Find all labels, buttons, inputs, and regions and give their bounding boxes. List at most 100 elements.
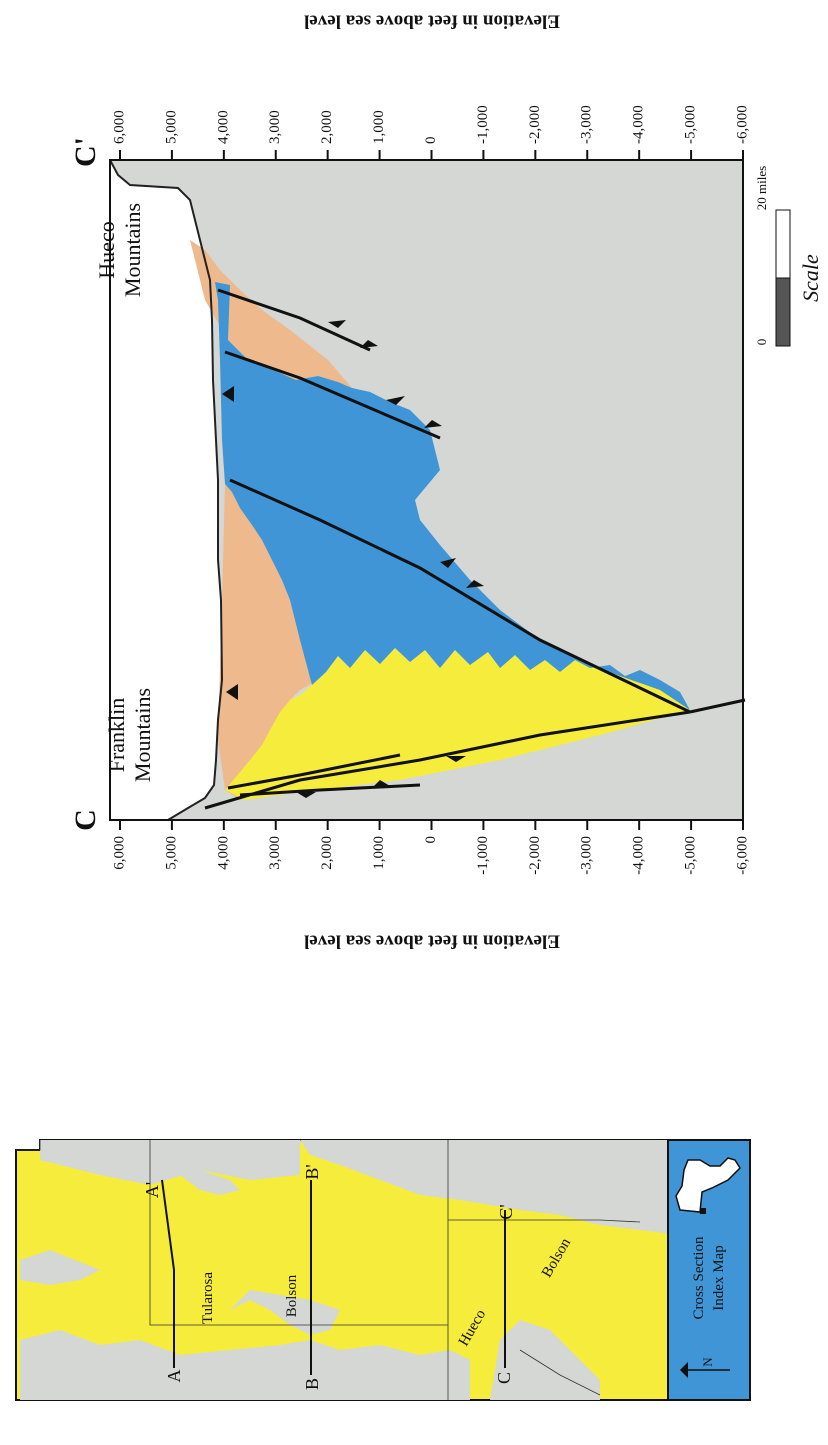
ground-surface-line	[109, 159, 224, 821]
axis-tick-label: -4,000	[631, 105, 647, 144]
fault-line	[204, 710, 691, 810]
axis-tick-label: 4,000	[215, 836, 231, 870]
left-axis-title: Elevation in feet above sea level	[304, 931, 560, 952]
axis-tick-label: -1,000	[475, 105, 491, 144]
map-upland	[20, 1250, 100, 1285]
blue-fill-deposit	[215, 282, 690, 710]
index-map: Cross Section Index Map N Tularosa Bolso…	[15, 1139, 751, 1401]
fault-arrow-icon	[372, 780, 390, 788]
thrust-marker-icon	[226, 684, 238, 700]
north-arrow-icon	[680, 1362, 688, 1378]
texas-locator-icon	[675, 1157, 741, 1213]
map-upland	[490, 1320, 600, 1400]
axis-tick-label: -3,000	[579, 836, 595, 875]
fault-arrow-icon	[440, 558, 456, 568]
section-point-a-prime: A'	[142, 1182, 162, 1198]
axis-tick-label: -2,000	[527, 105, 543, 144]
axis-tick-label: 5,000	[163, 836, 179, 870]
axis-tick-label: -4,000	[631, 836, 647, 875]
section-line-a	[161, 1179, 175, 1368]
hueco-mountains-label: Hueco Mountains	[94, 203, 145, 297]
fault-line	[689, 698, 746, 714]
thrust-marker-icon	[222, 386, 234, 402]
mountain-label-line2: Mountains	[120, 203, 145, 297]
scale-zero: 0	[754, 339, 769, 346]
basin-label-bolson-north: Bolson	[284, 1274, 300, 1317]
axis-tick-label: 3,000	[267, 836, 283, 870]
section-start-label: C	[69, 809, 102, 831]
left-elevation-axis: 6,000 5,000 4,000 3,000 2,000 1,000 0 -1,000 -2,…	[111, 820, 750, 875]
axis-tick-label: 2,000	[319, 110, 335, 144]
section-point-a: A	[164, 1370, 184, 1383]
map-boundary	[149, 1140, 448, 1326]
fault-line	[217, 288, 371, 352]
index-map-title-line2: Index Map	[711, 1245, 727, 1310]
index-map-title-line1: Cross Section	[691, 1236, 707, 1319]
axis-tick-label: -5,000	[683, 105, 699, 144]
basin-label-tularosa: Tularosa	[200, 1272, 216, 1324]
axis-tick-label: -5,000	[683, 836, 699, 875]
map-boundary	[519, 1349, 601, 1396]
right-elevation-axis: 6,000 5,000 4,000 3,000 2,000 1,000 0 -1,000 -2,…	[111, 105, 750, 160]
section-point-c: C	[494, 1372, 514, 1384]
tan-fill-deposit	[218, 484, 330, 800]
mountain-label-line1: Franklin	[104, 698, 129, 773]
fault-arrow-icon	[386, 396, 405, 405]
tan-fill-east	[190, 240, 352, 388]
axis-tick-label: 3,000	[267, 110, 283, 144]
fault-line	[229, 478, 691, 714]
fault-line	[239, 783, 421, 797]
north-arrow: N	[680, 1357, 730, 1378]
fault-arrow-icon	[424, 420, 442, 428]
axis-tick-label: 1,000	[371, 110, 387, 144]
axis-tick-label: -6,000	[734, 836, 750, 875]
axis-tick-label: 5,000	[163, 110, 179, 144]
mountain-label-line1: Hueco	[94, 221, 119, 278]
fault-arrow-icon	[360, 340, 378, 348]
scale-end: 20 miles	[754, 166, 769, 210]
map-upland	[20, 1330, 470, 1400]
scale-bar-light	[775, 209, 791, 279]
axis-tick-label: 6,000	[111, 110, 127, 144]
axis-tick-label: -1,000	[475, 836, 491, 875]
right-axis-title: Elevation in feet above sea level	[304, 11, 560, 32]
scale-bar-dark	[775, 277, 791, 347]
section-end-label: C'	[69, 137, 102, 167]
map-boundary	[16, 1140, 41, 1151]
franklin-mountains-label: Franklin Mountains	[104, 688, 155, 782]
cross-section-frame	[109, 159, 744, 821]
section-point-b: B	[302, 1378, 322, 1390]
section-point-b-prime: B'	[302, 1164, 322, 1179]
yellow-fill-deposit	[225, 648, 690, 800]
scale-caption: Scale	[798, 254, 823, 302]
fault-lines	[204, 288, 746, 810]
map-upland	[230, 1290, 340, 1335]
map-upland	[140, 1160, 240, 1195]
north-label: N	[700, 1357, 715, 1367]
scale-bar: 0 20 miles Scale	[754, 166, 823, 347]
map-boundary	[448, 1219, 641, 1223]
fault-line	[224, 350, 441, 440]
mountain-label-line2: Mountains	[130, 688, 155, 782]
axis-tick-label: 1,000	[371, 836, 387, 870]
axis-tick-label: 0	[423, 137, 439, 145]
fault-arrows	[222, 320, 484, 798]
section-lines	[161, 1179, 506, 1375]
map-boundaries	[16, 1140, 641, 1400]
axis-tick-label: -3,000	[579, 105, 595, 144]
axis-tick-label: 0	[423, 836, 439, 844]
fault-arrow-icon	[446, 756, 466, 762]
fault-arrow-icon	[466, 580, 484, 588]
axis-tick-label: 4,000	[215, 110, 231, 144]
cross-section	[109, 159, 746, 821]
section-point-c-prime: C'	[496, 1204, 516, 1219]
index-map-title: Cross Section Index Map	[691, 1236, 727, 1319]
axis-tick-label: -6,000	[734, 105, 750, 144]
axis-tick-label: 2,000	[319, 836, 335, 870]
map-upland	[40, 1140, 300, 1185]
axis-tick-label: -2,000	[527, 836, 543, 875]
axis-tick-label: 6,000	[111, 836, 127, 870]
fault-arrow-icon	[328, 320, 346, 328]
